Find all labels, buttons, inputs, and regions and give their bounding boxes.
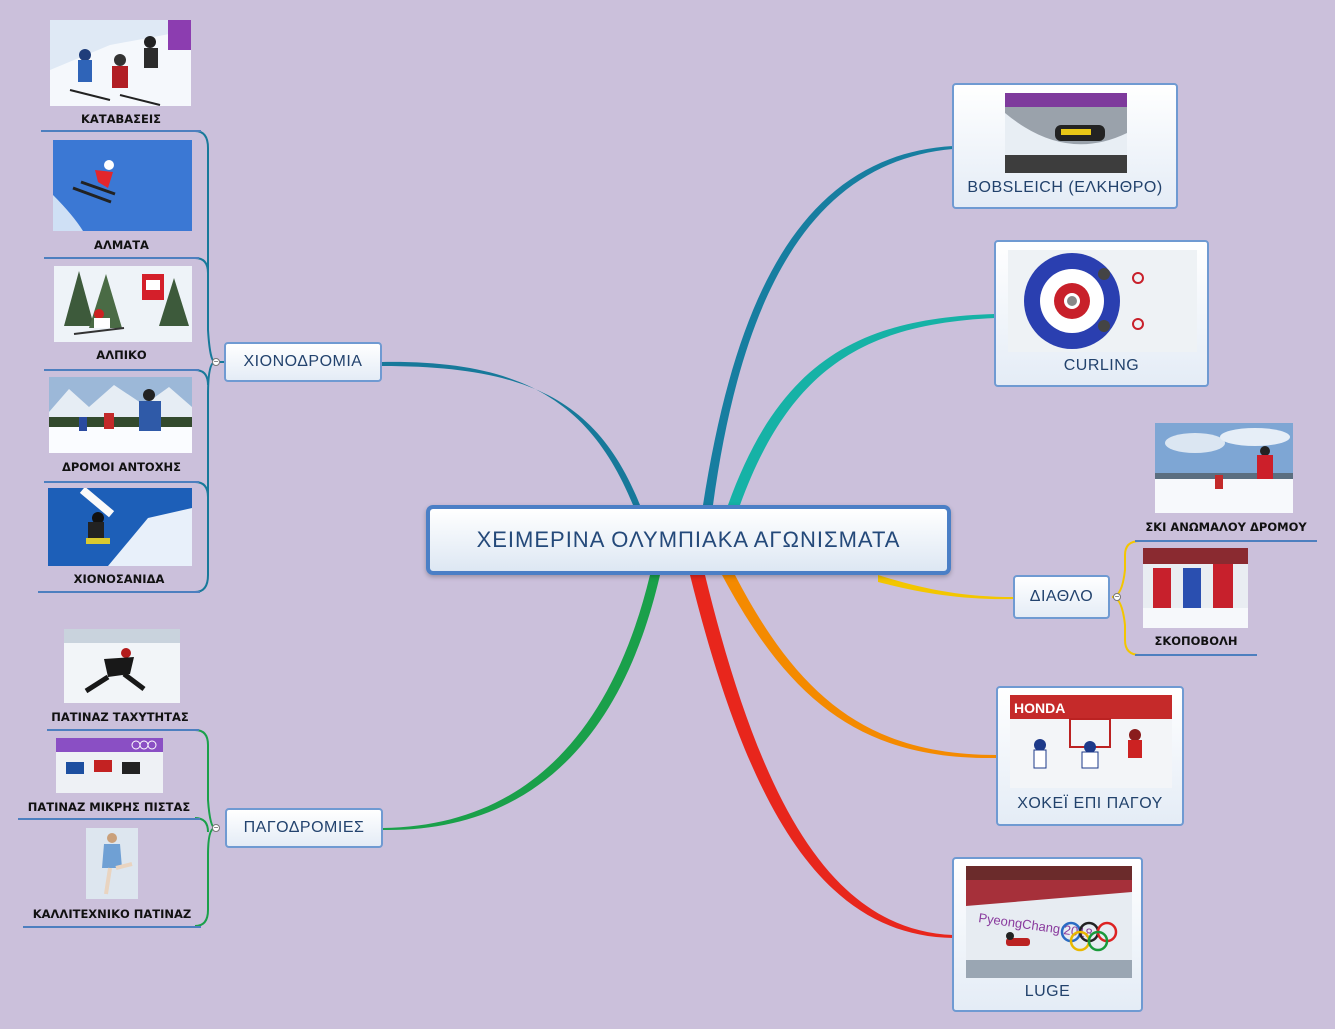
photo-skopovoli xyxy=(1143,548,1248,628)
collapse-biathlon-toggle[interactable]: − xyxy=(1113,592,1121,601)
photo-almata xyxy=(53,140,192,231)
underline-kallitexniko xyxy=(23,926,201,928)
underline-dromoi xyxy=(44,481,199,483)
topic-luge[interactable]: PyeongChang 2018 LUGE xyxy=(952,857,1143,1012)
topic-biathlon[interactable]: ΔΙΑΘΛΟ xyxy=(1013,575,1110,619)
branch-curling xyxy=(728,314,995,505)
central-title: ΧΕΙΜΕΡΙΝΑ ΟΛΥΜΠΙΑΚΑ ΑΓΩΝΙΣΜΑΤΑ xyxy=(476,527,901,552)
label-dromoi-antoxis: ΔΡΟΜΟΙ ΑΝΤΟΧΗΣ xyxy=(61,460,182,474)
label-almata: ΑΛΜΑΤΑ xyxy=(94,238,149,252)
photo-katavaseis xyxy=(50,20,191,106)
photo-kallitexniko xyxy=(86,828,138,899)
photo-patinaz-taxititas xyxy=(64,629,180,703)
photo-hockey: HONDA xyxy=(1010,695,1172,788)
photo-ski-anomalou xyxy=(1155,423,1293,513)
underline-katavaseis xyxy=(41,130,201,132)
label-ski-anomalou: ΣΚΙ ΑΝΩΜΑΛΟΥ ΔΡΟΜΟΥ xyxy=(1145,520,1307,534)
photo-xionosanida xyxy=(48,488,192,566)
photo-luge: PyeongChang 2018 xyxy=(966,866,1132,978)
topic-skating[interactable]: ΠΑΓΟΔΡΟΜΙΕΣ xyxy=(225,808,383,848)
underline-xionosanida xyxy=(38,591,200,593)
underline-almata xyxy=(44,257,199,259)
collapse-skating-toggle[interactable]: − xyxy=(212,823,220,832)
branch-hockey xyxy=(722,575,997,759)
branch-bobsleigh xyxy=(703,146,953,505)
photo-bobsleigh xyxy=(1005,93,1127,173)
branch-skating xyxy=(383,575,660,831)
label-hockey: ΧΟΚΕΪ ΕΠΙ ΠΑΓΟΥ xyxy=(1017,795,1163,812)
label-bobsleigh: BOBSLEICH (ΕΛΚΗΘΡΟ) xyxy=(967,179,1163,196)
label-skopovoli: ΣΚΟΠΟΒΟΛΗ xyxy=(1154,634,1238,648)
branch-luge xyxy=(690,575,953,938)
label-curling: CURLING xyxy=(1063,357,1140,374)
label-luge: LUGE xyxy=(1024,983,1071,1000)
topic-bobsleigh[interactable]: BOBSLEICH (ΕΛΚΗΘΡΟ) xyxy=(952,83,1178,209)
underline-patinaz-mikris xyxy=(18,818,200,820)
hockey-board-text: HONDA xyxy=(1014,700,1065,716)
topic-skiing-label: ΧΙΟΝΟΔΡΟΜΙΑ xyxy=(243,353,363,370)
label-xionosanida: ΧΙΟΝΟΣΑΝΙΔΑ xyxy=(73,572,165,586)
underline-patinaz-taxititas xyxy=(47,729,199,731)
topic-skiing[interactable]: ΧΙΟΝΟΔΡΟΜΙΑ xyxy=(224,342,382,382)
label-katavaseis: ΚΑΤΑΒΑΣΕΙΣ xyxy=(80,112,162,126)
branch-skiing xyxy=(382,361,640,505)
topic-skating-label: ΠΑΓΟΔΡΟΜΙΕΣ xyxy=(243,819,365,836)
photo-dromoi-antoxis xyxy=(49,377,192,453)
photo-patinaz-mikris xyxy=(56,738,163,793)
topic-curling[interactable]: CURLING xyxy=(994,240,1209,387)
label-patinaz-mikris: ΠΑΤΙΝΑΖ ΜΙΚΡΗΣ ΠΙΣΤΑΣ xyxy=(27,800,191,814)
underline-ski-anomalou xyxy=(1135,540,1317,542)
collapse-skiing-toggle[interactable]: − xyxy=(212,357,220,366)
central-topic[interactable]: ΧΕΙΜΕΡΙΝΑ ΟΛΥΜΠΙΑΚΑ ΑΓΩΝΙΣΜΑΤΑ xyxy=(426,505,951,575)
photo-alpiko xyxy=(54,266,192,342)
underline-skopovoli xyxy=(1135,654,1257,656)
label-kallitexniko: ΚΑΛΛΙΤΕΧΝΙΚΟ ΠΑΤΙΝΑΖ xyxy=(32,907,192,921)
label-patinaz-taxititas: ΠΑΤΙΝΑΖ ΤΑΧΥΤΗΤΑΣ xyxy=(51,710,189,724)
topic-hockey[interactable]: HONDA ΧΟΚΕΪ ΕΠΙ ΠΑΓΟΥ xyxy=(996,686,1184,826)
underline-alpiko xyxy=(44,369,199,371)
label-alpiko: ΑΛΠΙΚΟ xyxy=(96,348,147,362)
topic-biathlon-label: ΔΙΑΘΛΟ xyxy=(1029,588,1094,605)
branch-biathlon xyxy=(878,575,1014,600)
photo-curling xyxy=(1008,250,1197,352)
